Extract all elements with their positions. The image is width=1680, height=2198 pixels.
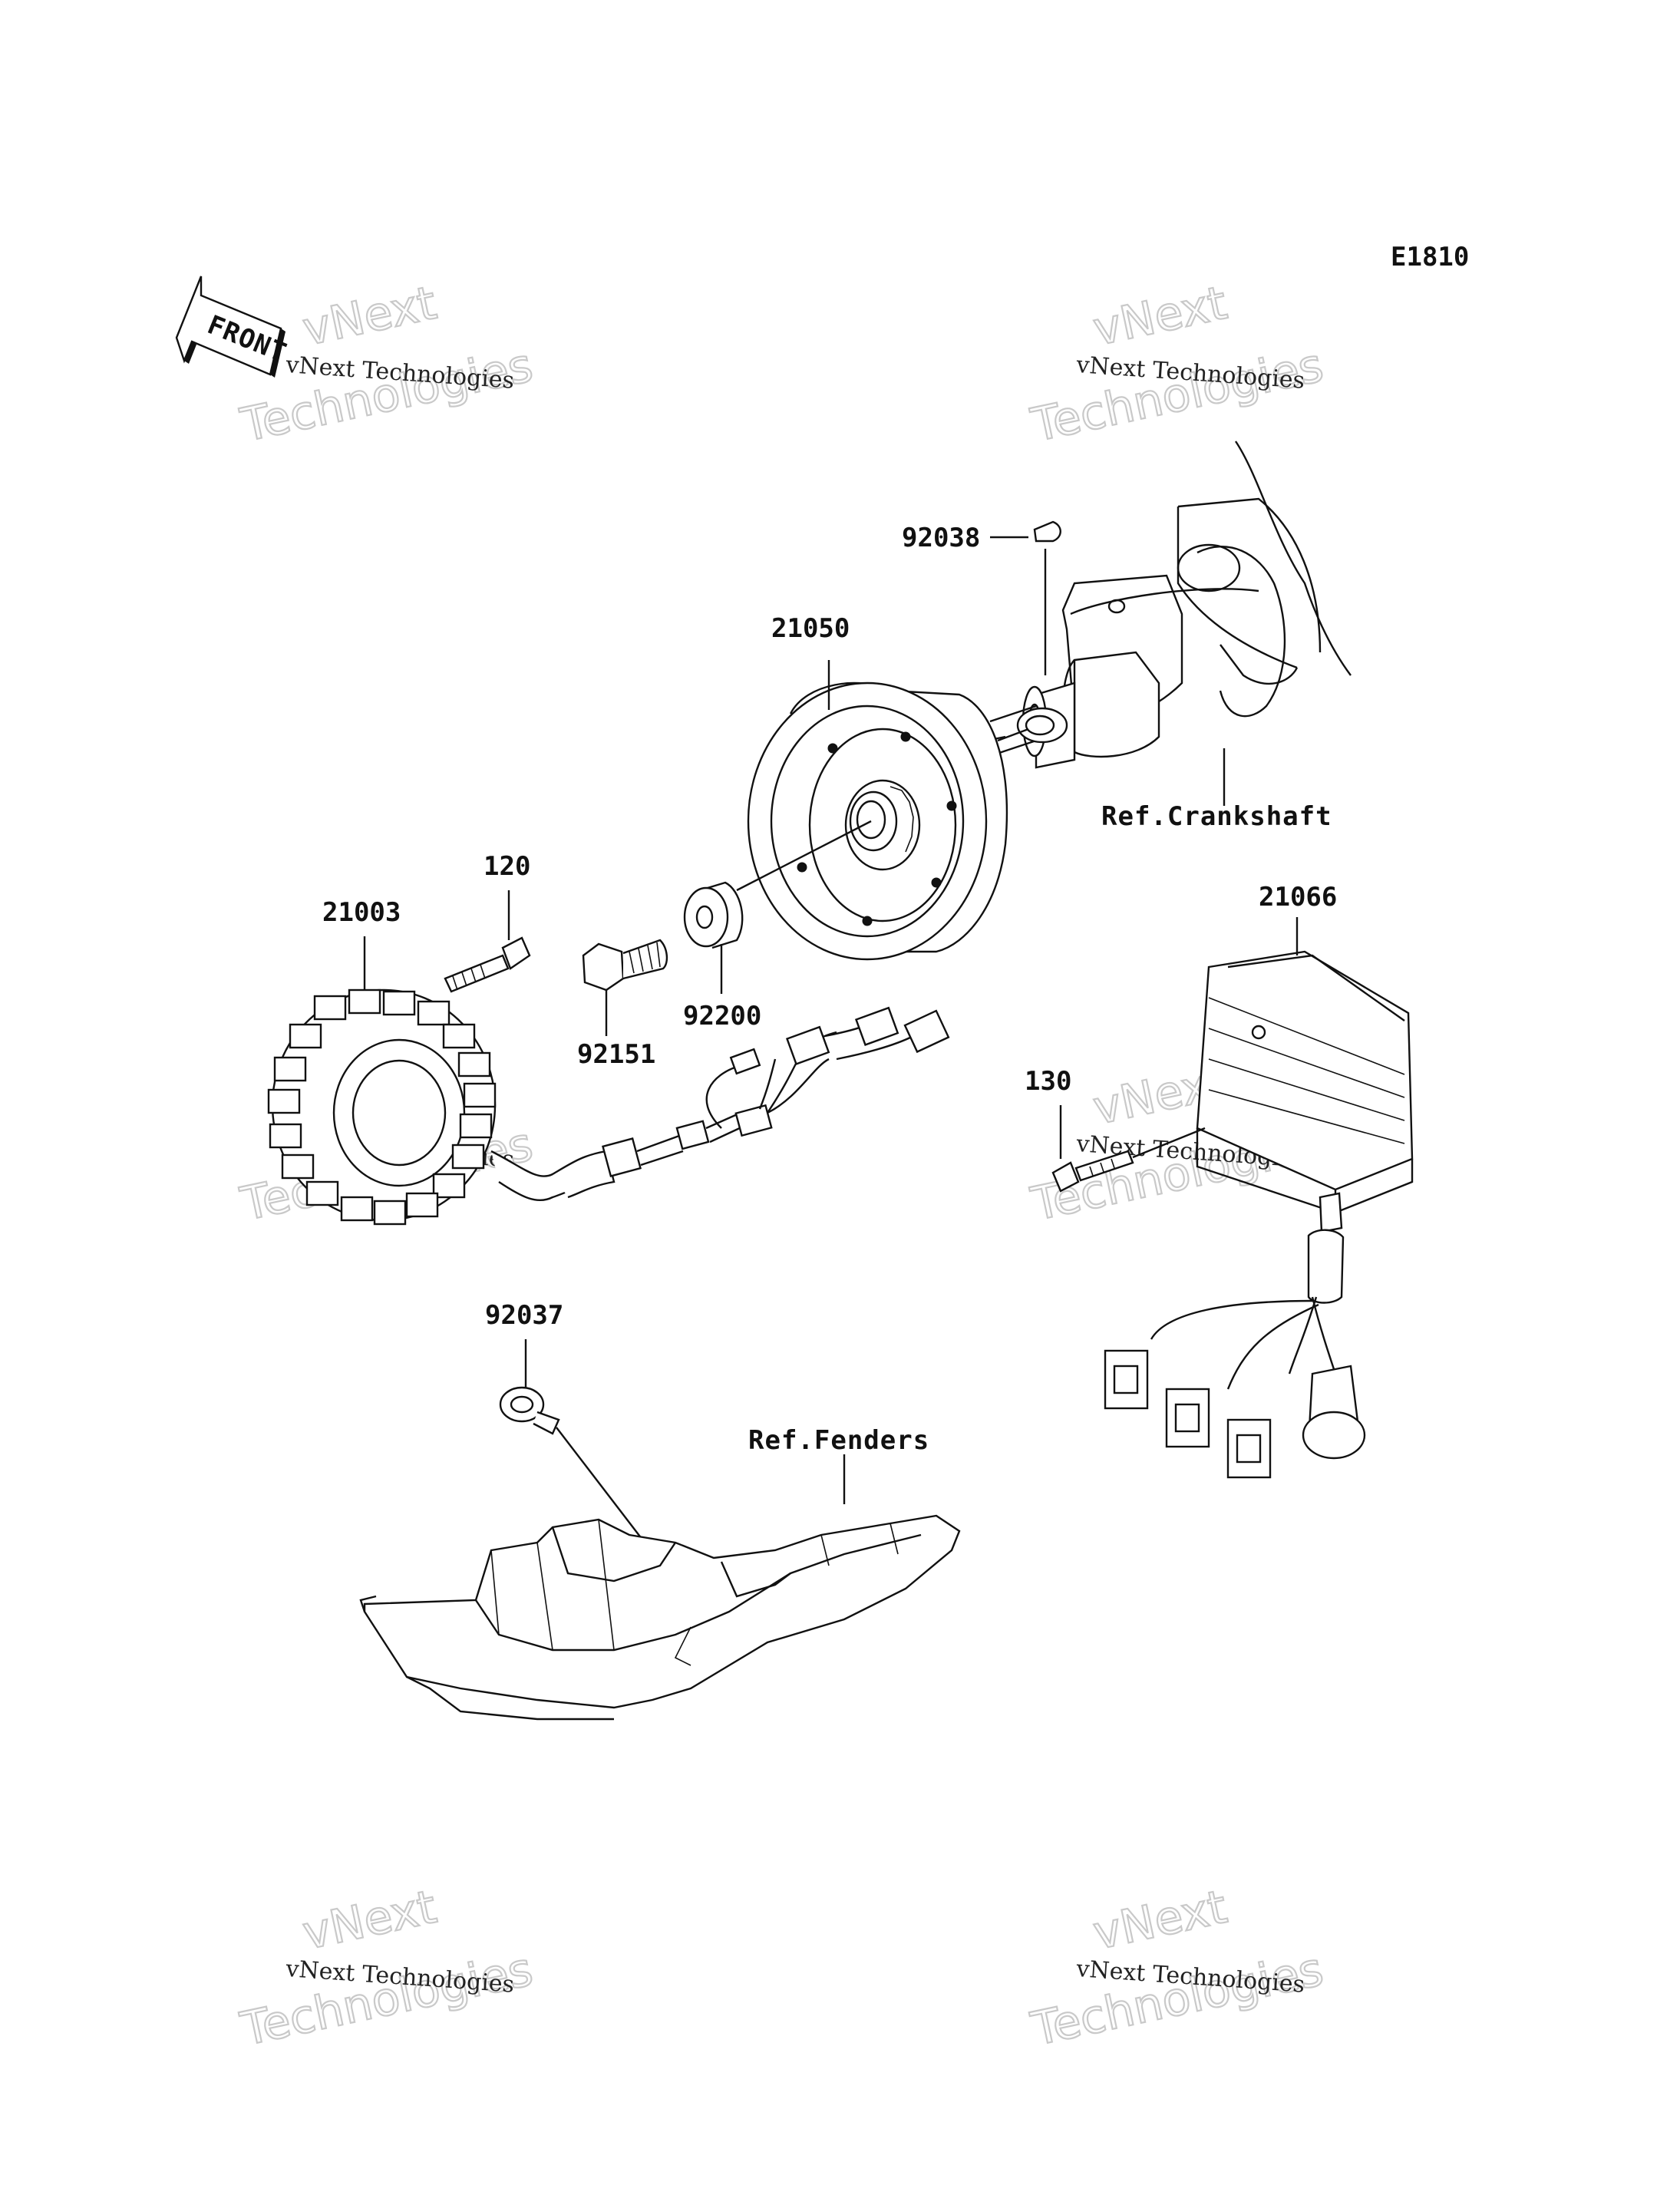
regulator-bolt — [1051, 1105, 1206, 1193]
diagram-code: E1810 — [1391, 242, 1469, 272]
part-number-21003[interactable]: 21003 — [322, 897, 401, 928]
stator-harness — [490, 1006, 950, 1202]
regulator-rectifier — [1104, 917, 1414, 1479]
watermark-bottom-right: vNext Technologies vNext Technologies — [1025, 1880, 1328, 2058]
watermark-line1: vNext — [1089, 276, 1232, 357]
washer — [683, 881, 744, 994]
ref-crankshaft-label: Ref.Crankshaft — [1101, 801, 1332, 832]
flywheel-bolt — [582, 939, 668, 1036]
watermark-line1: vNext — [299, 1880, 441, 1961]
part-number-92200[interactable]: 92200 — [683, 1001, 761, 1031]
part-number-21050[interactable]: 21050 — [771, 613, 850, 644]
watermark-line1: vNext — [1089, 1880, 1232, 1961]
part-number-21066[interactable]: 21066 — [1259, 882, 1337, 913]
part-number-120[interactable]: 120 — [484, 851, 530, 882]
part-number-92038[interactable]: 92038 — [902, 523, 980, 553]
part-number-92037[interactable]: 92037 — [485, 1300, 563, 1331]
fender-drawing — [359, 1454, 961, 1721]
watermark-line2: Technologies — [236, 1942, 538, 2057]
watermark-line2: Technologies — [1027, 338, 1328, 453]
ref-fenders-label: Ref.Fenders — [748, 1425, 929, 1456]
front-arrow-icon: FRONT — [175, 276, 291, 378]
part-number-130[interactable]: 130 — [1025, 1066, 1071, 1097]
stator — [267, 936, 497, 1226]
stator-bolt — [444, 890, 531, 993]
crankshaft-drawing — [982, 441, 1352, 806]
watermark-line2: Technologies — [1027, 1942, 1328, 2057]
watermark-top-right: vNext Technologies vNext Technologies — [1025, 276, 1328, 454]
woodruff-key — [990, 520, 1061, 675]
watermark-line1: vNext — [299, 276, 441, 357]
part-number-92151[interactable]: 92151 — [577, 1039, 655, 1070]
watermark-bottom-left: vNext Technologies vNext Technologies — [235, 1880, 538, 2058]
flywheel-rotor — [736, 660, 1029, 961]
